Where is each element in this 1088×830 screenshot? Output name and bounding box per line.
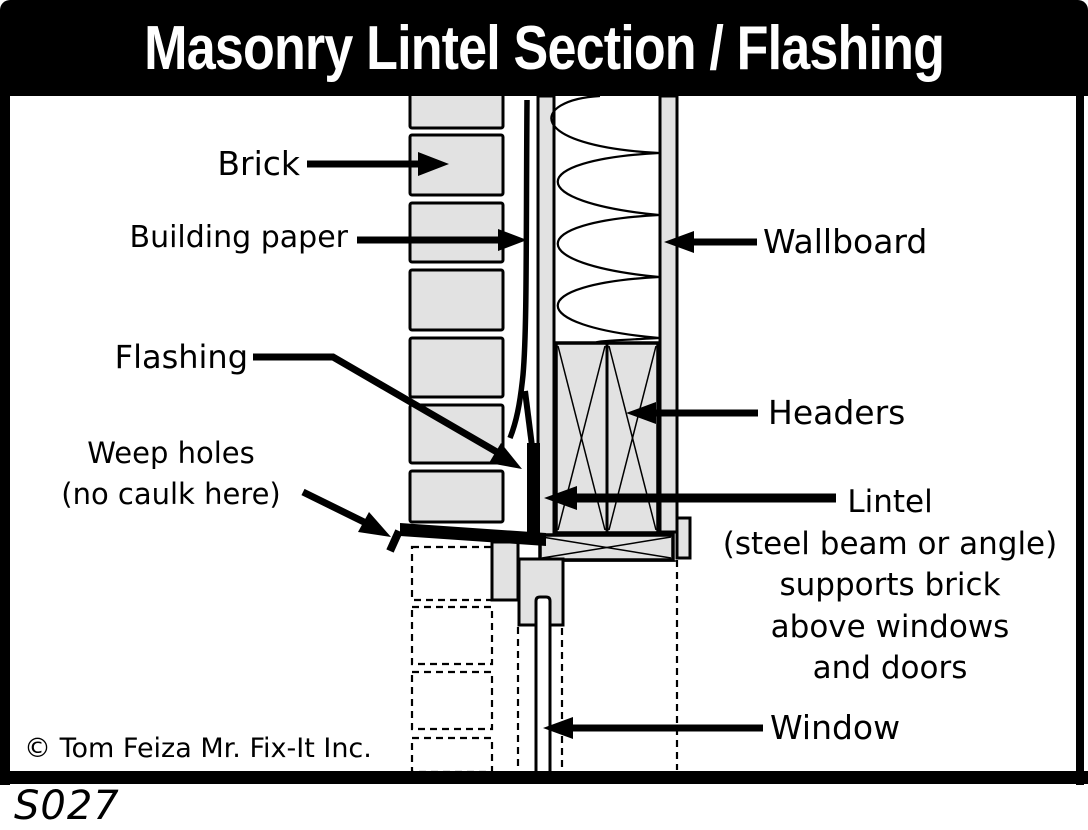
interior-head-trim [675,516,692,560]
sheathing-panel [536,94,556,537]
weep-drip-edge [386,529,403,553]
wallboard-arrow [664,231,757,253]
lintel-label: Lintel (steel beam or angle) supports br… [702,482,1078,690]
weep-holes-label: Weep holes (no caulk here) [25,433,317,515]
page-title: Masonry Lintel Section / Flashing [144,13,945,83]
brick-mould [490,540,520,602]
flashing-upper [522,390,535,447]
title-band: Masonry Lintel Section / Flashing [0,0,1088,96]
flashing-label: Flashing [114,338,248,376]
brick-label: Brick [217,144,300,183]
lintel-label-line2: (steel beam or angle) [722,525,1058,562]
brick-column [408,91,505,524]
flashing-and-lintel [386,390,546,553]
brick-arrow [307,152,449,176]
copyright-text: © Tom Feiza Mr. Fix-It Inc. [24,733,372,764]
building-paper-arrow [357,229,527,251]
window-head [490,540,565,772]
hidden-lines [516,560,679,770]
weep-holes-label-line2: (no caulk here) [61,477,281,512]
dashed-brick-column [410,545,494,774]
window-label: Window [770,708,901,747]
wallboard-panel [563,94,692,562]
headers-label: Headers [768,393,906,432]
window-sash-glass [534,595,552,772]
lintel-label-line1: Lintel [847,484,933,520]
lintel-label-line5: and doors [812,650,968,687]
window-arrow [543,717,763,739]
building-paper-label: Building paper [129,220,349,255]
figure-code: S027 [14,783,120,829]
drawing-frame [0,96,1088,785]
flashing-leader [253,353,522,469]
lintel-arrow [544,486,836,510]
flashing-shelf [400,523,546,546]
lintel-label-line3: supports brick [779,567,1001,604]
lintel-label-line4: above windows [770,608,1010,645]
wallboard-label: Wallboard [763,222,928,261]
weep-holes-leader [301,488,391,537]
leaders [253,152,836,739]
lintel-vertical-leg [527,443,540,538]
building-paper-line [507,99,530,440]
insulation-batt [550,94,660,345]
top-plate-blocking [538,533,675,562]
weep-holes-label-line1: Weep holes [87,436,255,470]
headers-arrow [626,402,758,424]
